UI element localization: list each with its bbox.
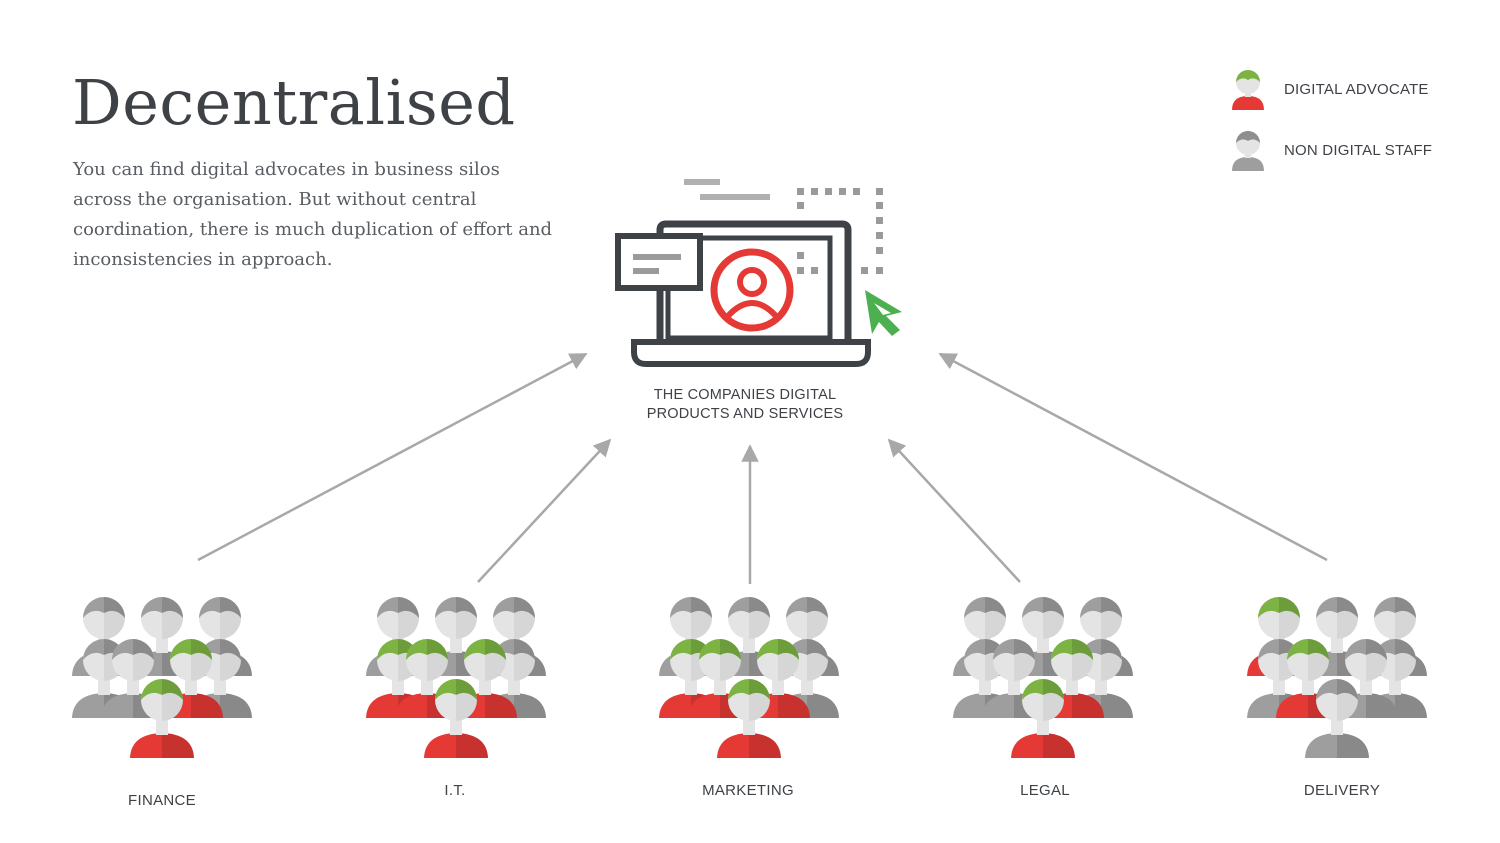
- legend-label-non-digital-staff: NON DIGITAL STAFF: [1284, 141, 1433, 159]
- digital-advocate-icon: [1011, 679, 1075, 758]
- central-label-line1: THE COMPANIES DIGITAL: [653, 387, 837, 403]
- group-delivery: [1245, 590, 1435, 765]
- non-digital-staff-icon: [1232, 131, 1264, 171]
- group-label-it: I.T.: [444, 782, 466, 799]
- group-marketing: [657, 590, 847, 765]
- people-cluster: [1247, 597, 1427, 758]
- arrow-legal: [887, 438, 1021, 583]
- legend-item-non-digital-staff: NON DIGITAL STAFF: [1228, 127, 1432, 173]
- people-cluster: [953, 597, 1133, 758]
- legend-item-digital-advocate: DIGITAL ADVOCATE: [1228, 66, 1429, 112]
- digital-advocate-icon: [130, 679, 194, 758]
- group-legal: [951, 590, 1141, 765]
- non-digital-staff-icon: [1363, 639, 1427, 718]
- group-label-delivery: DELIVERY: [1303, 782, 1381, 799]
- people-cluster: [72, 597, 252, 758]
- arrow-delivery: [938, 352, 1328, 562]
- central-label-line2: PRODUCTS AND SERVICES: [646, 406, 844, 422]
- central-label: THE COMPANIES DIGITAL PRODUCTS AND SERVI…: [600, 386, 890, 424]
- digital-product-laptop-icon: [615, 179, 902, 367]
- digital-advocate-icon: [717, 679, 781, 758]
- group-finance: [70, 590, 260, 765]
- non-digital-staff-icon: [1305, 597, 1369, 676]
- legend-label-digital-advocate: DIGITAL ADVOCATE: [1284, 80, 1429, 98]
- digital-advocate-icon: [424, 679, 488, 758]
- page-description: You can find digital advocates in busine…: [73, 159, 553, 270]
- non-digital-staff-icon: [982, 639, 1046, 718]
- arrow-finance: [197, 352, 588, 562]
- group-label-marketing: MARKETING: [702, 782, 794, 799]
- group-it: [364, 590, 554, 765]
- page-title: Decentralised: [72, 66, 516, 139]
- digital-advocate-icon: [1276, 639, 1340, 718]
- non-digital-staff-icon: [1305, 679, 1369, 758]
- digital-advocate-icon: [1232, 70, 1264, 110]
- group-label-finance: FINANCE: [128, 792, 196, 809]
- people-cluster: [366, 597, 546, 758]
- group-label-legal: LEGAL: [1020, 782, 1070, 799]
- arrow-it: [477, 438, 612, 583]
- people-cluster: [659, 597, 839, 758]
